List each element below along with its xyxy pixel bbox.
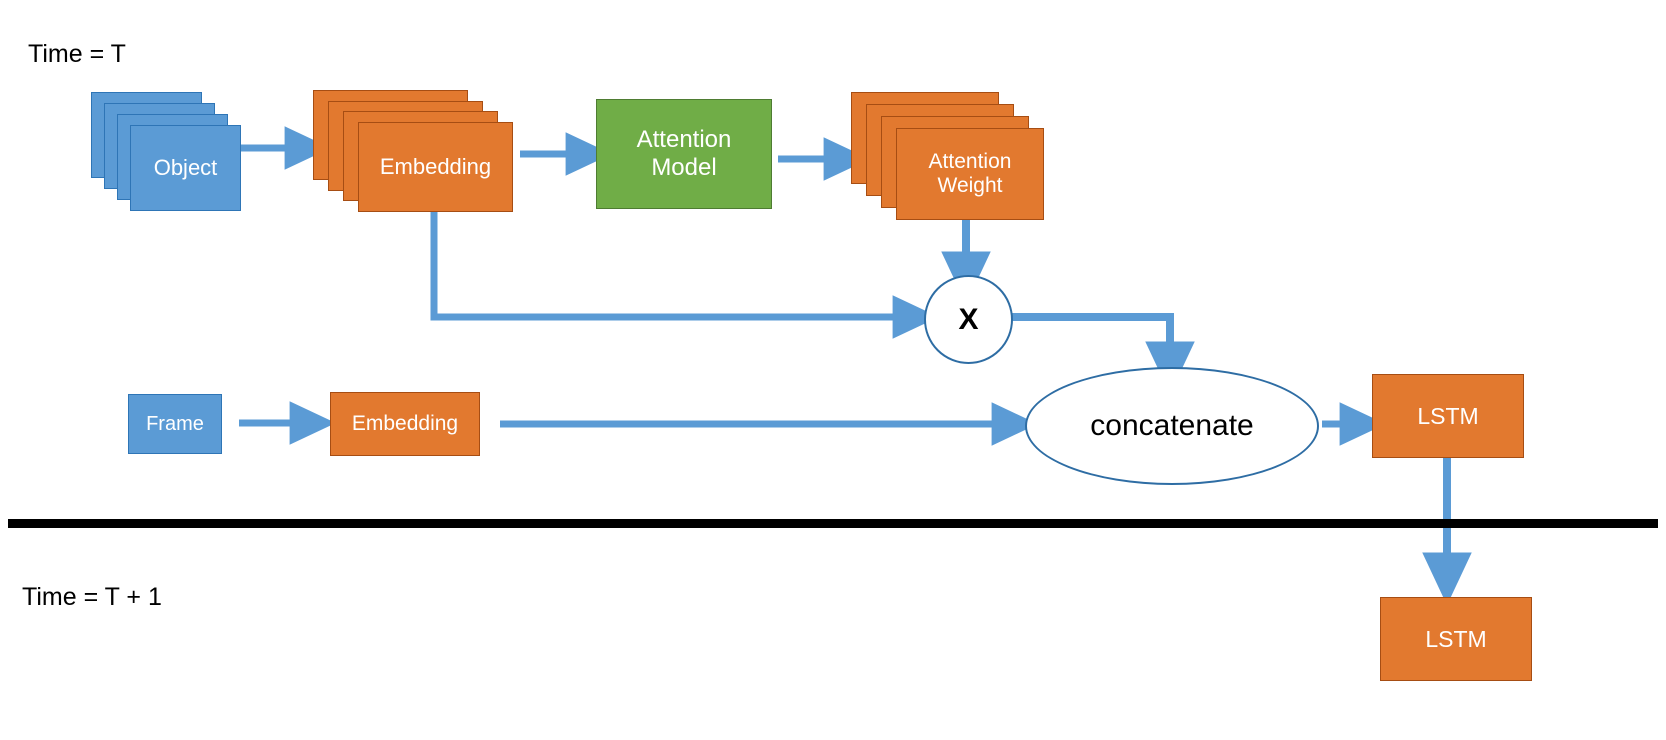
concatenate-node[interactable]: concatenate [1025,367,1319,485]
multiply-operator[interactable]: X [924,275,1013,364]
object-embedding-stack[interactable]: Embedding [313,90,513,215]
arrow-embedding-to-multiply [430,212,939,339]
attention-weight-stack[interactable]: Attention Weight [851,92,1046,220]
frame-box[interactable]: Frame [128,394,222,454]
frame-embedding-box[interactable]: Embedding [330,392,480,456]
lstm-box-time-t-plus-1[interactable]: LSTM [1380,597,1532,681]
attention-weight-label-line1: Attention [928,149,1012,173]
attention-model-label-line1: Attention [636,126,732,154]
object-embedding-stack-front: Embedding [358,122,513,212]
arrow-multiply-to-concatenate [1010,313,1195,395]
object-stack-front: Object [130,125,241,211]
time-separator-line [8,519,1658,528]
attention-model-box[interactable]: Attention Model [596,99,772,209]
time-label-bottom: Time = T + 1 [22,583,162,611]
attention-weight-label-line2: Weight [937,174,1003,197]
attention-weight-stack-front: Attention Weight [896,128,1044,220]
lstm-box-time-t[interactable]: LSTM [1372,374,1524,458]
object-stack[interactable]: Object [91,92,241,212]
attention-model-label-line2: Model [651,154,717,181]
time-label-top: Time = T [28,40,126,68]
